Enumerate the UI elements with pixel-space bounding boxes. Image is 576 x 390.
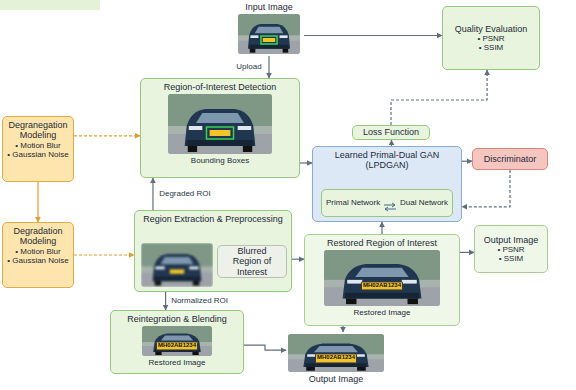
edge-label: Upload bbox=[234, 62, 263, 71]
process-box: Degradation Modeling• Motion Blur• Gauss… bbox=[2, 222, 74, 288]
flow-arrow bbox=[165, 292, 166, 310]
node-title: Primal Network bbox=[326, 198, 380, 207]
process-box: Learned Primal-Dual GAN (LPDGAN) Primal N… bbox=[312, 146, 462, 222]
process-box: Output Image• PSNR• SSIM bbox=[474, 225, 548, 273]
node-title: Blurred Region of Interest bbox=[222, 246, 282, 277]
flow-arrow bbox=[391, 70, 487, 125]
car-photo bbox=[141, 243, 213, 287]
process-box: Restored Region of InterestMH02AB1234Res… bbox=[304, 234, 460, 326]
edge-label: Degraded ROI bbox=[157, 189, 213, 198]
car-photo: MH02AB1234 bbox=[288, 334, 384, 372]
car-photo: MH02AB1234 bbox=[324, 250, 440, 306]
node-title: Output Image bbox=[484, 235, 539, 245]
flow-arrow bbox=[152, 178, 153, 210]
process-box: Primal Network Dual Network bbox=[321, 189, 453, 217]
node-text: • Motion Blur bbox=[15, 141, 60, 150]
process-box: Blurred Region of Interest bbox=[217, 245, 287, 278]
car-photo bbox=[168, 94, 272, 154]
node-text: • PSNR bbox=[477, 34, 504, 43]
plate-text: MH02AB1234 bbox=[361, 282, 403, 291]
node-title: Loss Function bbox=[363, 127, 419, 137]
swap-arrows bbox=[383, 198, 397, 208]
flow-arrow bbox=[74, 135, 140, 136]
process-box: Discriminator bbox=[472, 148, 548, 170]
car-image bbox=[324, 250, 440, 306]
process-box: Reintegration & BlendingMH02AB1234Restor… bbox=[110, 310, 244, 374]
process-box: Quality Evaluation• PSNR• SSIM bbox=[442, 6, 540, 70]
node-title: Reintegration & Blending bbox=[127, 314, 227, 324]
node-title: Region Extraction & Preprocessing bbox=[143, 214, 283, 224]
node-text: • SSIM bbox=[499, 254, 524, 263]
node-title: Discriminator bbox=[484, 154, 537, 164]
process-box: Degranegation Modeling• Motion Blur• Gau… bbox=[2, 116, 74, 182]
node-text: Dual Network bbox=[400, 198, 448, 207]
flow-arrow bbox=[37, 182, 38, 222]
flow-arrow bbox=[342, 326, 343, 332]
car-image bbox=[238, 14, 300, 54]
node-text: • SSIM bbox=[479, 43, 504, 52]
node-text: • Motion Blur bbox=[15, 247, 60, 256]
flow-arrow bbox=[462, 170, 510, 207]
flow-arrow bbox=[381, 222, 382, 234]
plate-text: MH02AB1234 bbox=[315, 354, 357, 363]
plate-text: MH02AB1234 bbox=[156, 341, 198, 350]
node-title: Restored Region of Interest bbox=[327, 238, 437, 248]
node-title: Region-of-Interest Detection bbox=[164, 82, 277, 92]
node-title: Degranegation Modeling bbox=[7, 120, 69, 141]
node-text: • Gaussian Noise bbox=[7, 150, 69, 159]
process-box: Input Image bbox=[234, 2, 304, 56]
node-text: Restored Image bbox=[354, 308, 411, 317]
flow-arrow bbox=[74, 254, 134, 255]
node-title: Learned Primal-Dual GAN (LPDGAN) bbox=[317, 150, 457, 171]
flow-arrow bbox=[304, 35, 442, 36]
node-title: Output Image bbox=[309, 374, 364, 384]
process-box: Loss Function bbox=[352, 125, 430, 140]
header-band bbox=[0, 0, 100, 10]
node-title: Input Image bbox=[245, 2, 293, 12]
node-text: Bounding Boxes bbox=[191, 156, 249, 165]
car-image bbox=[168, 94, 272, 154]
node-title: Degradation Modeling bbox=[7, 226, 69, 247]
node-text: • PSNR bbox=[497, 245, 524, 254]
flow-arrow bbox=[244, 345, 286, 350]
car-image bbox=[141, 243, 213, 287]
flow-arrow bbox=[300, 162, 312, 163]
flow-arrow bbox=[462, 161, 472, 162]
flow-arrow bbox=[268, 56, 269, 78]
flow-arrow bbox=[292, 259, 304, 260]
car-photo bbox=[238, 14, 300, 54]
process-box: MH02AB1234Output Image bbox=[286, 332, 386, 384]
car-photo: MH02AB1234 bbox=[142, 326, 212, 356]
node-text: • Gaussian Noise bbox=[7, 256, 69, 265]
flow-arrow bbox=[460, 252, 474, 253]
node-title: Quality Evaluation bbox=[455, 24, 528, 34]
node-text: Restored Image bbox=[149, 358, 206, 367]
edge-label: Normalized ROI bbox=[169, 296, 230, 305]
process-box: Region Extraction & PreprocessingBlurred… bbox=[134, 210, 292, 292]
swap-arrows bbox=[383, 202, 397, 212]
process-box: Region-of-Interest DetectionBounding Box… bbox=[140, 78, 300, 178]
